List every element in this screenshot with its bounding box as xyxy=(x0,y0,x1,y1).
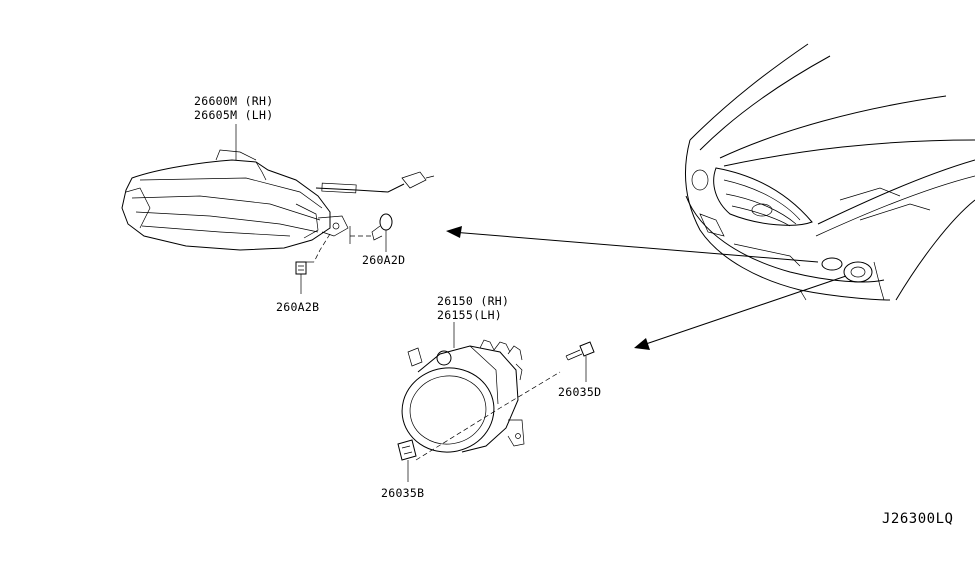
label-26035d: 26035D xyxy=(558,385,601,399)
arrow-head-to-turn-lamp xyxy=(446,226,462,238)
diagram-code: J26300LQ xyxy=(882,511,953,527)
label-26600m-rh: 26600M (RH) xyxy=(194,94,273,108)
label-26155-lh: 26155(LH) xyxy=(437,308,502,322)
label-260a2b: 260A2B xyxy=(276,300,319,314)
clip-260a2b-part xyxy=(295,261,307,294)
vehicle-front xyxy=(684,43,975,301)
clip-260a2d-part xyxy=(371,213,393,252)
label-26150-rh: 26150 (RH) xyxy=(437,294,509,308)
turn-lamp-assembly xyxy=(121,124,435,263)
fog-lamp-assembly xyxy=(401,322,561,461)
arrow-head-to-fog-lamp xyxy=(634,338,650,350)
label-260a2d: 260A2D xyxy=(362,253,405,267)
screw-26035d-part xyxy=(565,341,595,382)
pointer-arrows xyxy=(446,226,847,350)
label-26035b: 26035B xyxy=(381,486,424,500)
clip-26035b-part xyxy=(397,439,417,482)
label-26605m-lh: 26605M (LH) xyxy=(194,108,273,122)
